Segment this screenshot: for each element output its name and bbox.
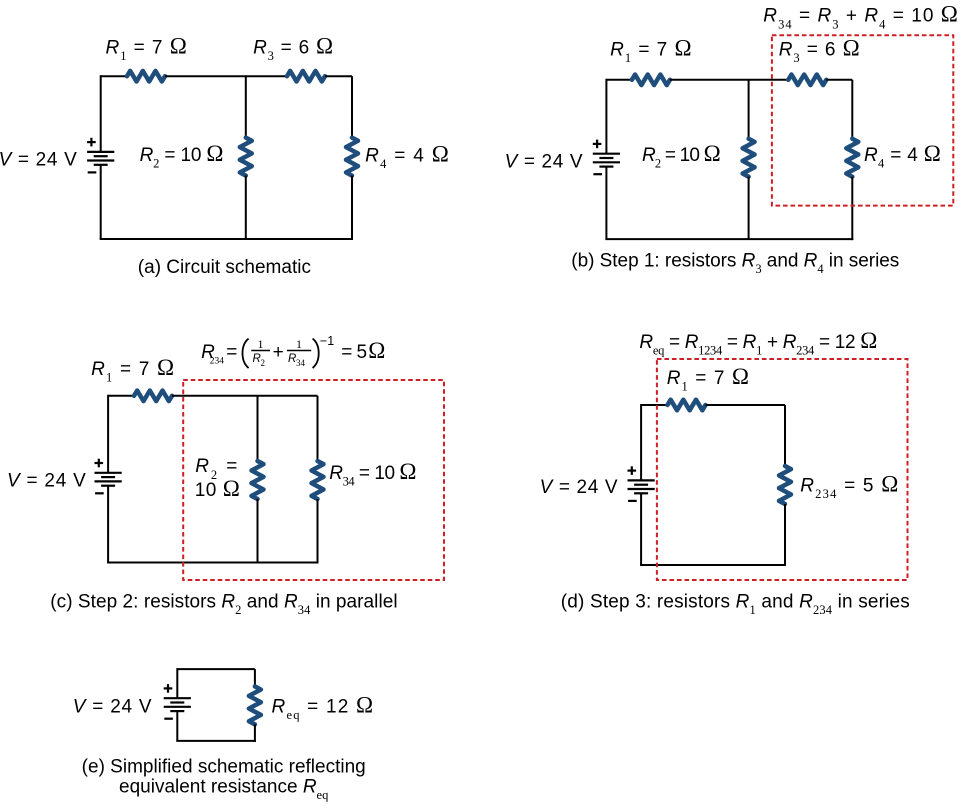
svg-text:equivalent resistance Req: equivalent resistance Req — [119, 777, 329, 803]
svg-text:34: 34 — [296, 358, 306, 368]
svg-text:Req = R1234 = R1 + R234 = 12 Ω: Req = R1234 = R1 + R234 = 12 Ω — [639, 328, 877, 358]
svg-text:R34 = 10 Ω: R34 = 10 Ω — [329, 459, 416, 489]
svg-text:+: + — [273, 342, 284, 363]
svg-text:R3 = 6 Ω: R3 = 6 Ω — [253, 34, 333, 64]
svg-text:(a) Circuit schematic: (a) Circuit schematic — [138, 257, 311, 278]
svg-text:234: 234 — [210, 357, 225, 367]
svg-text:(c) Step 2: resistors R2 and R: (c) Step 2: resistors R2 and R34 in para… — [50, 591, 397, 617]
svg-text:R2 = 10 Ω: R2 = 10 Ω — [140, 141, 224, 171]
svg-text:Ω: Ω — [368, 338, 385, 363]
svg-text:R4 = 4 Ω: R4 = 4 Ω — [864, 141, 941, 171]
svg-text:R1 = 7 Ω: R1 = 7 Ω — [610, 35, 692, 65]
svg-text:R234 = 5 Ω: R234 = 5 Ω — [800, 472, 898, 502]
svg-text:2: 2 — [261, 358, 266, 368]
svg-text:R3 = 6 Ω: R3 = 6 Ω — [779, 35, 860, 65]
svg-text:−1: −1 — [320, 334, 334, 348]
svg-text:=: = — [341, 342, 352, 363]
svg-text:1: 1 — [296, 337, 302, 351]
svg-text:1: 1 — [258, 337, 264, 351]
svg-text:R2 =: R2 = — [195, 456, 237, 482]
svg-text:R4 = 4 Ω: R4 = 4 Ω — [365, 142, 449, 172]
svg-text:R1 = 7 Ω: R1 = 7 Ω — [667, 364, 749, 394]
svg-text:R: R — [288, 353, 296, 365]
svg-text:(d) Step 3: resistors R1 and R: (d) Step 3: resistors R1 and R234 in ser… — [561, 592, 910, 618]
svg-text:R: R — [253, 353, 261, 365]
svg-text:(e) Simplified schematic refle: (e) Simplified schematic reflecting — [82, 757, 366, 778]
svg-text:(b) Step 1: resistors R3 and R: (b) Step 1: resistors R3 and R4 in serie… — [571, 251, 899, 277]
svg-text:5: 5 — [357, 342, 368, 363]
svg-text:R1 = 7 Ω: R1 = 7 Ω — [106, 34, 187, 64]
svg-text:V = 24 V: V = 24 V — [540, 477, 618, 498]
svg-text:R1 = 7 Ω: R1 = 7 Ω — [91, 355, 174, 385]
svg-text:10 Ω: 10 Ω — [195, 476, 240, 501]
svg-text:=: = — [226, 342, 237, 363]
svg-text:R2 = 10 Ω: R2 = 10 Ω — [642, 141, 721, 171]
svg-text:V = 24 V: V = 24 V — [7, 470, 86, 491]
svg-text:V = 24 V: V = 24 V — [505, 152, 583, 173]
svg-text:V = 24 V: V = 24 V — [0, 150, 77, 171]
svg-text:Req = 12 Ω: Req = 12 Ω — [272, 692, 374, 722]
svg-text:R: R — [201, 342, 215, 363]
svg-text:R34 = R3 + R4 = 10 Ω: R34 = R3 + R4 = 10 Ω — [763, 2, 958, 32]
svg-text:V = 24 V: V = 24 V — [73, 696, 152, 717]
